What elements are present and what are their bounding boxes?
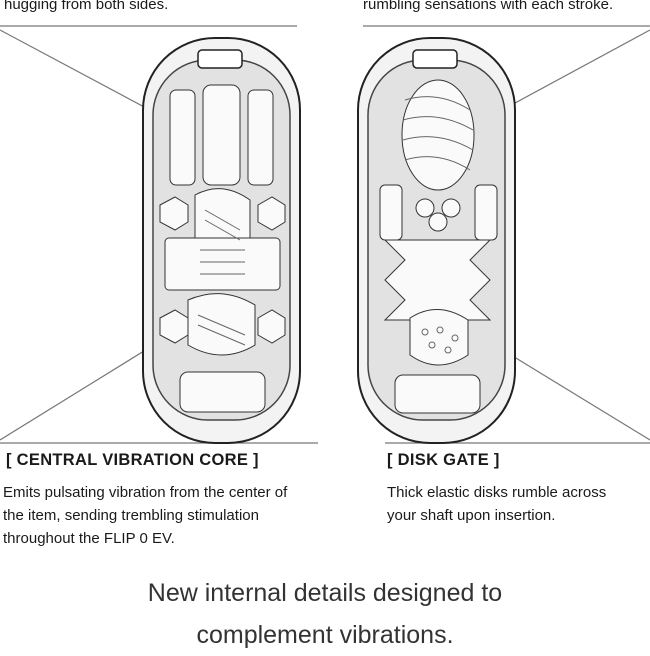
left-description-line-1: Emits pulsating vibration from the cente… [3, 484, 288, 501]
right-heading: [ DISK GATE ] [387, 451, 500, 469]
tagline: New internal details designed to complem… [0, 572, 650, 656]
left-description-line-2: the item, sending trembling stimulation [3, 507, 259, 524]
callout-lines [0, 25, 650, 444]
left-top-caption: hugging from both sides. [4, 0, 169, 13]
right-description-line-2: your shaft upon insertion. [387, 507, 556, 524]
left-description-line-3: throughout the FLIP 0 EV. [3, 530, 175, 547]
right-description-line-1: Thick elastic disks rumble across [387, 484, 607, 501]
left-heading: [ CENTRAL VIBRATION CORE ] [6, 451, 259, 469]
device-right [357, 37, 516, 444]
device-left [142, 37, 301, 444]
tagline-line-2: complement vibrations. [196, 621, 454, 649]
right-top-caption: rumbling sensations with each stroke. [363, 0, 614, 13]
tagline-line-1: New internal details designed to [147, 579, 503, 607]
